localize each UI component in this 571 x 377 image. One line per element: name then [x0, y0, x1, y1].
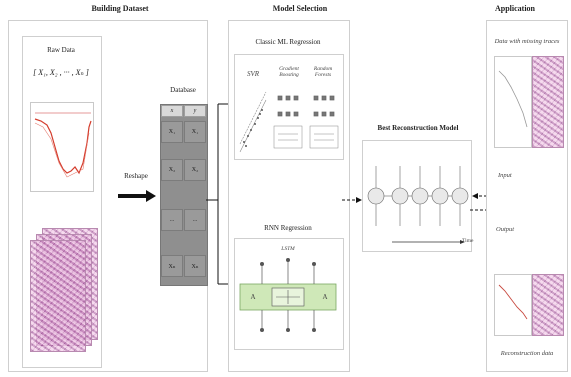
classic-ml-box: [234, 54, 344, 160]
application-title: Application: [494, 4, 535, 13]
rnn-title: RNN Regression: [264, 224, 312, 232]
db-cell: X₂: [161, 159, 183, 181]
db-cell: Xₙ: [184, 255, 206, 277]
missing-traces-plot: [494, 56, 532, 148]
missing-traces-image: [532, 56, 564, 148]
rnn-block-right: A: [322, 293, 328, 301]
building-dataset-title: Building Dataset: [91, 4, 149, 13]
database-label: Database: [170, 86, 196, 94]
db-cell: X₂: [184, 159, 206, 181]
db-cell: X₁: [184, 121, 206, 143]
reconstruction-curve: [498, 284, 528, 320]
missing-traces-curve: [498, 70, 528, 128]
db-cell: ...: [161, 209, 183, 231]
reconstruction-plot: [494, 274, 532, 336]
raw-signal-svg: [34, 112, 92, 178]
database-table: x y X₁ X₁ X₂ X₂ ... ... Xₙ Xₙ: [160, 104, 208, 286]
svr-label: SVR: [246, 70, 260, 78]
raw-signal-plot: [30, 102, 94, 192]
gradient-boosting-label: Gradient Boosting: [279, 66, 299, 78]
input-label: Input: [498, 172, 512, 179]
db-cell: X₁: [161, 121, 183, 143]
best-model-title: Best Reconstruction Model: [377, 124, 459, 132]
rnn-block-left: A: [250, 293, 256, 301]
tissue-image-front: [30, 240, 86, 352]
raw-data-label: Raw Data: [47, 46, 75, 54]
output-label: Output: [496, 226, 515, 233]
db-header-y: y: [184, 105, 206, 117]
reconstruction-caption: Reconstruction data: [500, 350, 554, 357]
time-label: Time: [462, 238, 474, 244]
model-selection-title: Model Selection: [272, 4, 328, 13]
db-cell: Xₙ: [161, 255, 183, 277]
lstm-label: LSTM: [281, 246, 295, 252]
reshape-label: Reshape: [124, 172, 148, 180]
reconstruction-image: [532, 274, 564, 336]
missing-traces-caption: Data with missing traces: [494, 38, 560, 45]
db-header-x: x: [161, 105, 183, 117]
random-forests-label: Random Forests: [313, 66, 333, 78]
db-cell: ...: [184, 209, 206, 231]
raw-data-formula: [ X₁, X₂ , ··· , Xₙ ]: [33, 68, 89, 77]
classic-ml-title: Classic ML Regression: [255, 38, 321, 46]
